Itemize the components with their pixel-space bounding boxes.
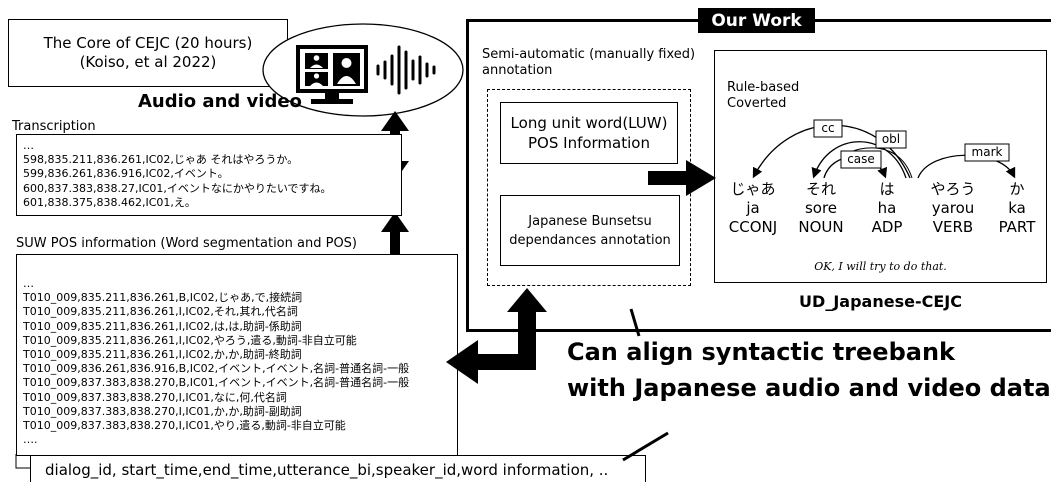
video-call-monitor-icon [296, 45, 368, 104]
corpus-citation: (Koiso, et al 2022) [79, 53, 217, 71]
relation-label-cc: cc [821, 121, 835, 135]
transcription-line: 598,835.211,836.261,IC02,じゃあ それはやろうか。 [23, 153, 299, 167]
label-box [964, 143, 1010, 162]
transcription-box: … 598,835.211,836.261,IC02,じゃあ それはやろうか。 … [16, 134, 402, 216]
headline-line2: with Japanese audio and video data [567, 374, 1051, 402]
suw-line: T010_009,836.261,836.916,B,IC02,イベント,イベン… [23, 362, 410, 376]
bunsetsu-box: Japanese Bunsetsu dependances annotation [500, 195, 680, 266]
suw-line: T010_009,837.383,838.270,I,IC01,やり,遣る,動詞… [23, 419, 346, 433]
sound-wave-icon [376, 45, 436, 95]
bent-arrow-icon [446, 288, 547, 384]
transcription-title: Transcription [12, 119, 96, 134]
suw-line: T010_009,837.383,838.270,I,IC01,なに,何,代名詞 [23, 390, 287, 404]
our-work-badge: Our Work [698, 8, 815, 33]
ud-title: UD_Japanese-CEJC [799, 292, 962, 311]
pointer-line [629, 308, 641, 337]
transcription-line: 600,837.383,838.27,IC01,イベントなにかやりたいですね。 [23, 181, 332, 195]
label-box [840, 150, 882, 169]
suw-line: … [23, 277, 34, 290]
audio-video-label: Audio and video [138, 91, 302, 112]
suw-line: …. [23, 433, 38, 447]
headline-line1: Can align syntactic treebank [567, 338, 955, 366]
corpus-title: The Core of CEJC (20 hours) [43, 34, 253, 52]
suw-line: T010_009,835.211,836.261,I,IC02,か,か,助詞-終… [23, 348, 302, 362]
corpus-box: The Core of CEJC (20 hours) (Koiso, et a… [8, 19, 288, 87]
relation-label-obl: obl [881, 132, 901, 146]
suw-line: T010_009,835.211,836.261,B,IC02,じゃあ,で,接続… [23, 291, 303, 305]
suw-box: … T010_009,835.211,836.261,B,IC02,じゃあ,で,… [16, 254, 458, 456]
suw-line: T010_009,835.211,836.261,I,IC02,やろう,遣る,動… [23, 333, 357, 347]
semi-auto-label: Semi-automatic (manually fixed) annotati… [482, 47, 696, 78]
pointer-line [622, 431, 669, 462]
relation-label-mark: mark [971, 145, 1003, 159]
luw-box: Long unit word(LUW) POS Information [500, 102, 678, 164]
transcription-line: … [23, 139, 34, 152]
label-box [875, 130, 907, 149]
transcription-line: 601,838.375,838.462,IC01,え。 [23, 195, 196, 209]
suw-line: T010_009,835.211,836.261,I,IC02,それ,其れ,代名… [23, 305, 298, 319]
arc-obl [811, 141, 907, 179]
suw-line: T010_009,837.383,838.270,I,IC01,か,か,助詞-副… [23, 404, 302, 418]
right-arrow-icon [648, 160, 716, 196]
suw-title: SUW POS information (Word segmentation a… [16, 236, 357, 251]
suw-line: T010_009,837.383,838.270,B,IC01,イベント,イベン… [23, 376, 410, 390]
label-box [813, 119, 843, 138]
relation-label-case: case [847, 152, 875, 166]
rule-based-label: Rule-based Coverted [727, 80, 800, 111]
transcription-line: 599,836.261,836.916,IC02,イベント。 [23, 167, 229, 181]
fields-caption: dialog_id, start_time,end_time,utterance… [30, 455, 646, 482]
suw-line: T010_009,835.211,836.261,I,IC02,は,は,助詞-係… [23, 319, 302, 333]
translation: OK, I will try to do that. [814, 260, 947, 273]
